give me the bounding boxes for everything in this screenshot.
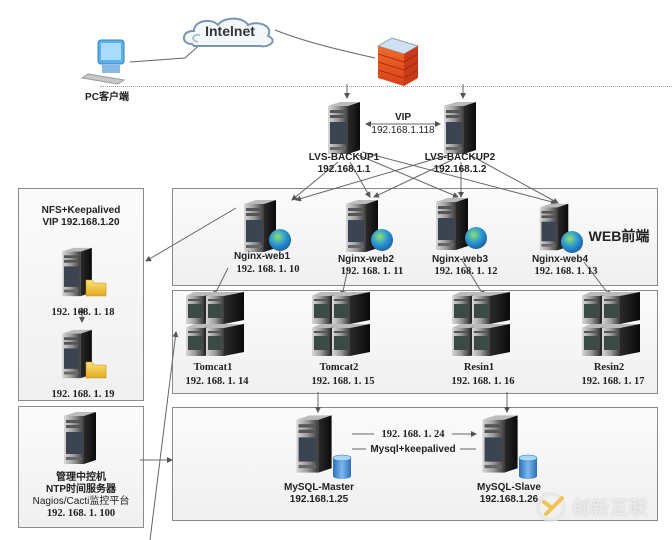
resin2-name: Resin2 xyxy=(593,362,625,373)
cloud-icon xyxy=(183,17,274,48)
watermark-text: 创新互联 xyxy=(572,498,648,519)
file-server-folder-icon xyxy=(62,329,107,379)
mysql-slave-ip: 192.168.1.26 xyxy=(479,494,539,505)
lvs-backup2 xyxy=(440,100,480,156)
lvs-backup2-name: LVS-BACKUP2 xyxy=(424,152,496,163)
firewall-icon xyxy=(376,37,420,86)
tomcat2 xyxy=(312,292,372,356)
vip-label: VIP xyxy=(394,112,412,123)
database-server-icon xyxy=(482,415,538,479)
nginx-web4-ip: 192. 168. 1. 13 xyxy=(534,266,598,277)
mysql-master-name: MySQL-Master xyxy=(283,482,354,493)
nfs-server-1 xyxy=(58,246,110,300)
db-vip-label: 192. 168. 1. 24 xyxy=(374,429,452,441)
server-icon xyxy=(60,410,100,466)
mgmt-line-2: NTP时间服务器 xyxy=(46,484,116,495)
lvs-backup1-ip: 192.168.1.1 xyxy=(317,164,371,175)
nfs-title: NFS+Keepalived xyxy=(41,205,121,216)
database-server-icon xyxy=(296,415,352,479)
mysql-slave xyxy=(478,410,542,480)
nginx-web1 xyxy=(240,198,296,254)
nginx-web2-name: Nginx-web2 xyxy=(337,254,395,265)
server-icon xyxy=(440,100,480,156)
server-cluster-icon xyxy=(582,292,642,356)
mgmt-server xyxy=(60,410,100,466)
web-server-globe-icon xyxy=(346,200,393,252)
nginx-web2 xyxy=(342,198,398,254)
desktop-computer-icon xyxy=(80,39,126,85)
resin1 xyxy=(452,292,512,356)
nginx-web2-ip: 192. 168. 1. 11 xyxy=(340,266,404,277)
tomcat1-name: Tomcat1 xyxy=(193,362,233,373)
nginx-web4-name: Nginx-web4 xyxy=(531,254,589,265)
vip-address: 192.168.1.118 xyxy=(371,125,435,136)
server-cluster-icon xyxy=(186,292,246,356)
mgmt-line-3: Nagios/Cacti监控平台 xyxy=(32,496,130,507)
mysql-master-ip: 192.168.1.25 xyxy=(289,494,349,505)
app-tier-box xyxy=(172,290,658,394)
internet-firewall-link xyxy=(274,29,376,59)
pc-client: PC客户端 xyxy=(78,36,138,106)
mysql-master xyxy=(292,410,356,480)
web-server-globe-icon xyxy=(436,198,487,250)
resin1-name: Resin1 xyxy=(463,362,495,373)
web-server-globe-icon xyxy=(539,203,583,253)
tomcat1 xyxy=(186,292,246,356)
pc-client-label: PC客户端 xyxy=(85,92,129,103)
server-icon xyxy=(324,100,364,156)
tomcat2-name: Tomcat2 xyxy=(319,362,359,373)
mgmt-line-1: 管理中控机 xyxy=(56,472,106,483)
nfs-server-2-ip: 192. 168. 1. 19 xyxy=(51,389,115,400)
network-boundary-line xyxy=(100,86,672,87)
internet-label: Intelnet xyxy=(205,23,255,39)
file-server-folder-icon xyxy=(62,247,107,297)
db-tier-box xyxy=(172,407,658,521)
nginx-web1-name: Nginx-web1 xyxy=(233,251,291,262)
nfs-server-1-ip: 192. 168. 1. 18 xyxy=(51,307,115,318)
nginx-web1-ip: 192. 168. 1. 10 xyxy=(236,264,300,275)
web-server-globe-icon xyxy=(244,200,291,252)
mysql-slave-name: MySQL-Slave xyxy=(477,482,541,493)
tomcat1-ip: 192. 168. 1. 14 xyxy=(185,376,249,387)
tomcat2-ip: 192. 168. 1. 15 xyxy=(311,376,375,387)
watermark: 创新互联 xyxy=(536,492,648,522)
firewall xyxy=(376,36,420,88)
web-tier-label: WEB前端 xyxy=(588,228,650,244)
server-cluster-icon xyxy=(452,292,512,356)
nfs-vip: VIP 192.168.1.20 xyxy=(42,217,120,228)
server-cluster-icon xyxy=(312,292,372,356)
resin1-ip: 192. 168. 1. 16 xyxy=(451,376,515,387)
mgmt-line-4: 192. 168. 1. 100 xyxy=(46,508,116,519)
nginx-web3 xyxy=(432,196,488,252)
lvs-backup2-ip: 192.168.1.2 xyxy=(433,164,487,175)
resin2-ip: 192. 168. 1. 17 xyxy=(581,376,645,387)
nginx-web4 xyxy=(536,202,592,258)
lvs-backup1-name: LVS-BACKUP1 xyxy=(308,152,380,163)
nfs-server-2 xyxy=(58,328,110,382)
lvs-backup1 xyxy=(324,100,364,156)
internet-cloud: Intelnet xyxy=(180,14,280,52)
resin2 xyxy=(582,292,642,356)
db-ha-label: Mysql+keepalived xyxy=(366,444,460,456)
brand-logo-icon xyxy=(536,492,566,522)
nginx-web3-name: Nginx-web3 xyxy=(431,254,489,265)
nginx-web3-ip: 192. 168. 1. 12 xyxy=(434,266,498,277)
